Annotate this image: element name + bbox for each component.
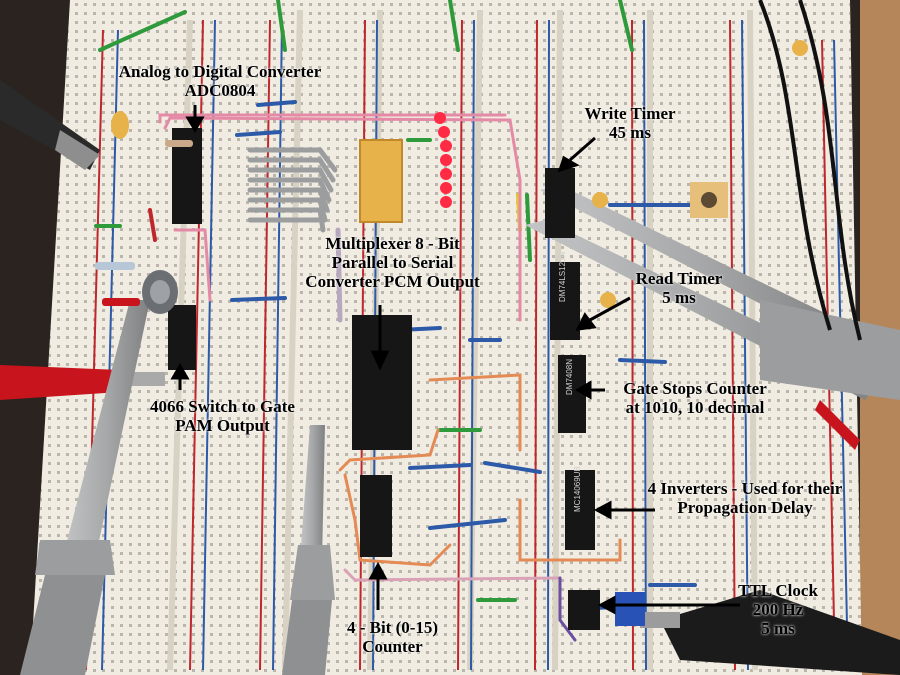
counter-annotation-line1: 4 - Bit (0-15) <box>346 618 439 637</box>
gate-chip-marking: DM7408N <box>565 359 574 395</box>
multiplexer-annotation-line2: Parallel to Serial <box>331 253 454 272</box>
counter-annotation: 4 - Bit (0-15) Counter <box>320 618 465 656</box>
inverter-chip <box>565 470 595 550</box>
clock-chip <box>568 590 600 630</box>
switch-4066-annotation-line2: PAM Output <box>175 416 270 435</box>
ribbon-wires <box>247 147 343 323</box>
trimmer-pot-top <box>690 182 728 218</box>
probe-right <box>525 185 900 450</box>
alligator-clip-left <box>0 80 100 170</box>
electrolytic-capacitor <box>142 270 178 314</box>
write-timer-annotation: Write Timer 45 ms <box>570 104 690 142</box>
inverters-annotation-line2: Propagation Delay <box>677 498 813 517</box>
multiplexer-chip <box>352 315 412 450</box>
write-timer-chip <box>545 168 575 238</box>
gate-stops-annotation-line1: Gate Stops Counter <box>623 379 767 398</box>
small-capacitors <box>111 40 808 308</box>
ttl-clock-annotation: TTL Clock 200 Hz 5 ms <box>718 581 838 638</box>
led-array <box>434 112 452 208</box>
4066-chip <box>168 305 196 370</box>
counter-chip <box>360 475 392 557</box>
read-timer-chip <box>550 262 580 340</box>
red-alligator-clip <box>0 365 165 400</box>
multiplexer-annotation-line1: Multiplexer 8 - Bit <box>325 234 460 253</box>
adc-annotation-line1: Analog to Digital Converter <box>118 62 322 81</box>
gate-chip <box>558 355 586 433</box>
gate-stops-annotation: Gate Stops Counter at 1010, 10 decimal <box>600 379 790 417</box>
multiplexer-annotation-line3: Converter PCM Output <box>305 272 480 291</box>
inverter-chip-marking: MC14069UB <box>573 466 582 512</box>
read-timer-annotation-line1: Read Timer <box>635 269 723 288</box>
adc-annotation-line2: ADC0804 <box>184 81 256 100</box>
inverters-annotation: 4 Inverters - Used for their Propagation… <box>620 479 870 517</box>
annotation-arrows <box>170 105 740 615</box>
probe-left <box>20 300 150 675</box>
switch-4066-annotation: 4066 Switch to Gate PAM Output <box>125 397 320 435</box>
resistors <box>95 140 193 306</box>
routing-wires <box>158 113 622 642</box>
black-clip-bottom-right <box>640 590 900 675</box>
probe-center <box>282 425 335 675</box>
write-timer-annotation-line1: Write Timer <box>584 104 676 123</box>
counter-annotation-line2: Counter <box>362 637 423 656</box>
breadboard <box>30 0 862 675</box>
write-timer-annotation-line2: 45 ms <box>608 123 652 142</box>
ttl-clock-annotation-line1: TTL Clock <box>738 581 818 600</box>
trimmer-pot-clock <box>615 592 645 626</box>
black-cable-right <box>758 0 862 341</box>
inverters-annotation-line1: 4 Inverters - Used for their <box>647 479 843 498</box>
read-timer-chip-marking: DM74LS123N <box>558 252 567 302</box>
ttl-clock-annotation-line3: 5 ms <box>761 619 795 638</box>
yellow-capacitor-relay <box>359 139 403 223</box>
multiplexer-annotation: Multiplexer 8 - Bit Parallel to Serial C… <box>280 234 505 291</box>
switch-4066-annotation-line1: 4066 Switch to Gate <box>150 397 295 416</box>
gate-stops-annotation-line2: at 1010, 10 decimal <box>625 398 765 417</box>
adc-annotation: Analog to Digital Converter ADC0804 <box>95 62 345 100</box>
read-timer-annotation-line2: 5 ms <box>662 288 696 307</box>
read-timer-annotation: Read Timer 5 ms <box>614 269 744 307</box>
ttl-clock-annotation-line2: 200 Hz <box>752 600 804 619</box>
